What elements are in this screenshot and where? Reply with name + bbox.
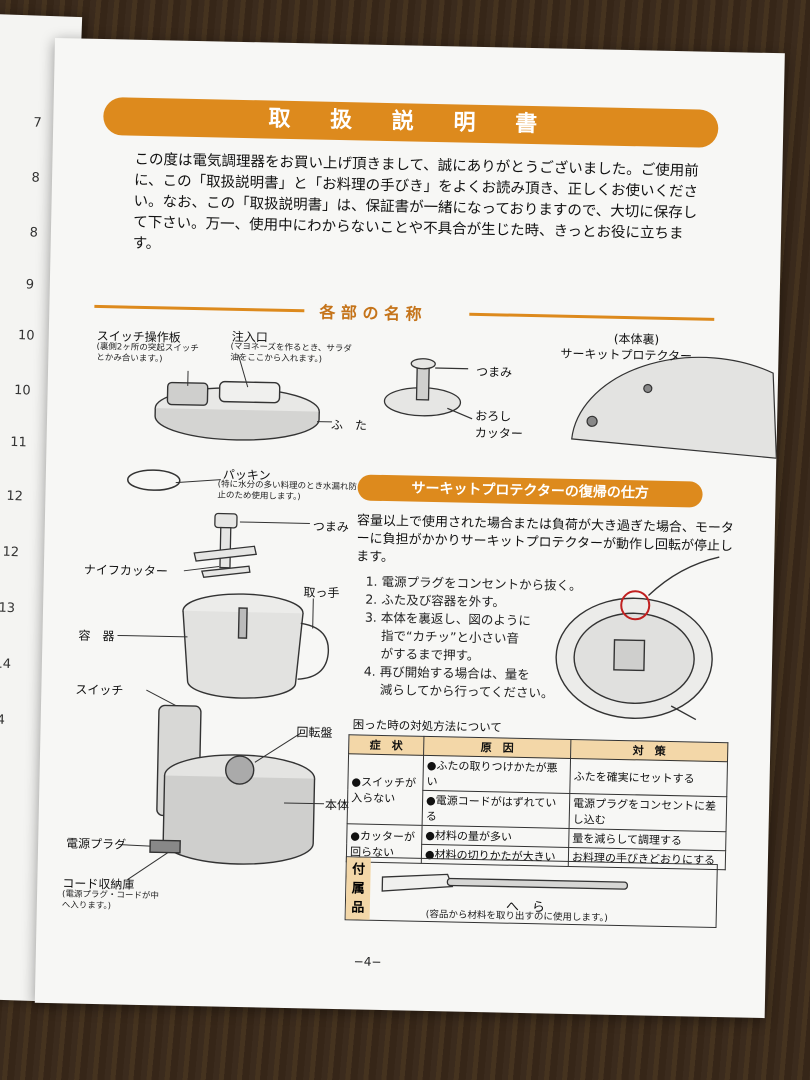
- cell-cause: ●ふたの取りつけかたが悪い: [422, 755, 571, 794]
- trouble-table: 症 状 原 因 対 策 ●スイッチが入らない ●ふたの取りつけかたが悪い ふたを…: [346, 734, 729, 870]
- label-knob: つまみ: [312, 519, 349, 535]
- left-page-number: 13: [0, 600, 16, 617]
- left-page-number: 11: [10, 434, 28, 451]
- note-inlet: (マヨネーズを作るとき、サラダ油をここから入れます。): [230, 341, 352, 365]
- protector-description: 容量以上で使用された場合または負荷が大き過ぎた場合、モーターに負担がかかりサーキ…: [356, 513, 735, 566]
- label-lid: ふ た: [330, 417, 368, 433]
- label-bowl: 容 器: [78, 628, 115, 644]
- grater-illustration: [383, 358, 473, 420]
- label-plug: 電源プラグ: [65, 836, 127, 852]
- left-page-number: 8: [29, 225, 39, 241]
- left-page-number: 7: [33, 115, 42, 131]
- table-row: ●スイッチが入らない ●ふたの取りつけかたが悪い ふたを確実にセットする: [347, 753, 728, 826]
- knife-cutter-illustration: [193, 512, 258, 578]
- label-grater-knob: つまみ: [475, 364, 513, 380]
- left-page-number: 10: [13, 382, 31, 399]
- header-symptom: 症 状: [348, 734, 424, 756]
- left-page-number: 14: [0, 656, 12, 673]
- leader-lines: [117, 354, 333, 881]
- left-page-number: 12: [2, 544, 20, 561]
- lid-illustration: [154, 380, 320, 441]
- protector-back-illustration: [555, 556, 720, 721]
- left-page-number: 12: [6, 488, 24, 505]
- accessory-note: (容品から材料を取り出すのに使用します。): [425, 908, 609, 924]
- cell-cause: ●電源コードがはずれている: [422, 790, 570, 829]
- accessory-box: 付属品 へ ら (容品から材料を取り出すのに使用します。): [344, 856, 718, 929]
- left-page-number: 10: [17, 328, 35, 344]
- label-knife-cutter: ナイフカッター: [83, 562, 169, 579]
- note-packing: (特に水分の多い料理のとき水漏れ防止のため使用します。): [217, 479, 358, 503]
- label-switch: スイッチ: [75, 682, 124, 698]
- label-handle: 取っ手: [303, 585, 340, 601]
- left-page-number: 5: [0, 767, 1, 782]
- left-page-number: 9: [25, 277, 35, 293]
- accessory-tag: 付属品: [345, 857, 371, 920]
- label-grater: おろし カッター: [474, 408, 523, 441]
- trouble-title: 困った時の対処方法について: [352, 717, 502, 735]
- manual-page: 取 扱 説 明 書 この度は電気調理器をお買い上げ頂きまして、誠にありがとうござ…: [34, 38, 785, 1019]
- protector-steps: 1. 電源プラグをコンセントから抜く。 2. ふた及び容器を外す。 3. 本体を…: [363, 573, 582, 703]
- cell-remedy: 電源プラグをコンセントに差し込む: [569, 793, 727, 832]
- spatula-illustration: [381, 873, 629, 892]
- label-turntable: 回転盤: [296, 725, 333, 740]
- packing-illustration: [127, 469, 181, 491]
- parts-illustration: [117, 354, 777, 892]
- base-illustration: [149, 704, 316, 865]
- cell-symptom: ●スイッチが入らない: [347, 753, 424, 826]
- left-page-number: 8: [31, 170, 41, 186]
- bowl-illustration: [182, 593, 329, 699]
- label-protector: サーキットプロテクター: [560, 346, 693, 364]
- label-body: 本体: [324, 797, 350, 813]
- note-cord-storage: (電源プラグ・コードが中へ入ります。): [61, 889, 159, 912]
- left-page-number: 4: [0, 712, 6, 728]
- note-switch-panel: (裏側2ヶ所の突起スイッチとかみ合います。): [96, 341, 199, 365]
- page-number: −4−: [353, 954, 382, 970]
- cell-remedy: ふたを確実にセットする: [569, 758, 728, 797]
- body-back-illustration: [571, 356, 777, 459]
